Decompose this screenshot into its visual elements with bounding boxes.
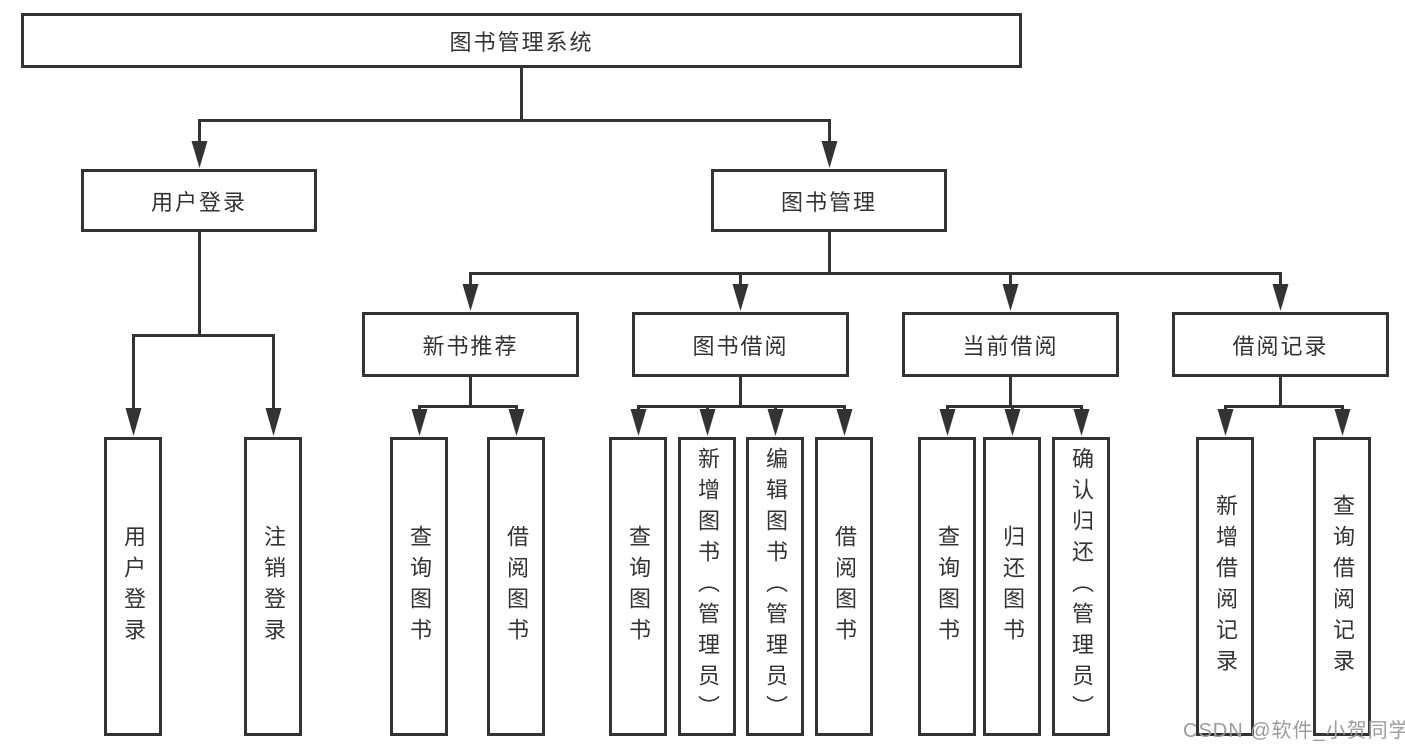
leaf-confirm-return-admin-label: 确认归还（管理员） (1069, 447, 1094, 726)
edge-book-management-to-level3 (462, 232, 1289, 311)
leaf-query-books-1-label: 查询图书 (407, 524, 432, 649)
leaf-query-books-1: 查询图书 (390, 437, 448, 736)
leaf-query-books-2: 查询图书 (609, 437, 667, 736)
node-current-borrow-label: 当前借阅 (962, 333, 1059, 359)
leaf-add-borrow-record-label: 新增借阅记录 (1213, 493, 1238, 680)
node-book-borrow: 图书借阅 (632, 312, 849, 377)
leaf-query-books-3-label: 查询图书 (935, 524, 960, 649)
leaf-add-books-admin-label: 新增图书（管理员） (695, 447, 720, 726)
node-user-login: 用户登录 (81, 169, 317, 232)
leaf-query-books-2-label: 查询图书 (626, 524, 651, 649)
node-root: 图书管理系统 (21, 13, 1022, 68)
edge-book-borrow-to-leaves (630, 377, 853, 436)
leaf-return-books: 归还图书 (983, 437, 1041, 736)
node-book-management-label: 图书管理 (780, 189, 877, 215)
leaf-borrow-books-2: 借阅图书 (815, 437, 873, 736)
leaf-query-borrow-record-label: 查询借阅记录 (1330, 493, 1355, 680)
leaf-user-login-label: 用户登录 (121, 524, 146, 649)
leaf-return-books-label: 归还图书 (1000, 524, 1025, 649)
leaf-edit-books-admin-label: 编辑图书（管理员） (763, 447, 788, 726)
leaf-borrow-books-1-label: 借阅图书 (504, 524, 529, 649)
node-book-management: 图书管理 (711, 169, 947, 232)
leaf-edit-books-admin: 编辑图书（管理员） (746, 437, 804, 736)
leaf-logout-label: 注销登录 (261, 524, 286, 649)
edge-current-borrow-to-leaves (939, 377, 1090, 436)
node-current-borrow: 当前借阅 (902, 312, 1119, 377)
node-borrow-record-label: 借阅记录 (1232, 333, 1329, 359)
edge-borrow-record-to-leaves (1217, 377, 1351, 436)
edge-user-login-to-leaves (125, 232, 282, 436)
node-borrow-record: 借阅记录 (1172, 312, 1389, 377)
node-new-book-recommend: 新书推荐 (362, 312, 579, 377)
leaf-borrow-books-2-label: 借阅图书 (832, 524, 857, 649)
csdn-watermark: CSDN @软件_小贺同学 (1183, 720, 1405, 742)
leaf-add-borrow-record: 新增借阅记录 (1196, 437, 1254, 736)
leaf-logout: 注销登录 (244, 437, 302, 736)
node-user-login-label: 用户登录 (150, 189, 247, 215)
edge-new-book-recommend-to-leaves (411, 377, 525, 436)
node-new-book-recommend-label: 新书推荐 (422, 333, 519, 359)
node-book-borrow-label: 图书借阅 (692, 333, 789, 359)
edge-root-to-level2 (191, 68, 838, 168)
leaf-borrow-books-1: 借阅图书 (487, 437, 545, 736)
leaf-add-books-admin: 新增图书（管理员） (678, 437, 736, 736)
leaf-query-borrow-record: 查询借阅记录 (1313, 437, 1371, 736)
leaf-user-login: 用户登录 (104, 437, 162, 736)
leaf-confirm-return-admin: 确认归还（管理员） (1052, 437, 1110, 736)
node-root-label: 图书管理系统 (449, 29, 594, 55)
leaf-query-books-3: 查询图书 (918, 437, 976, 736)
